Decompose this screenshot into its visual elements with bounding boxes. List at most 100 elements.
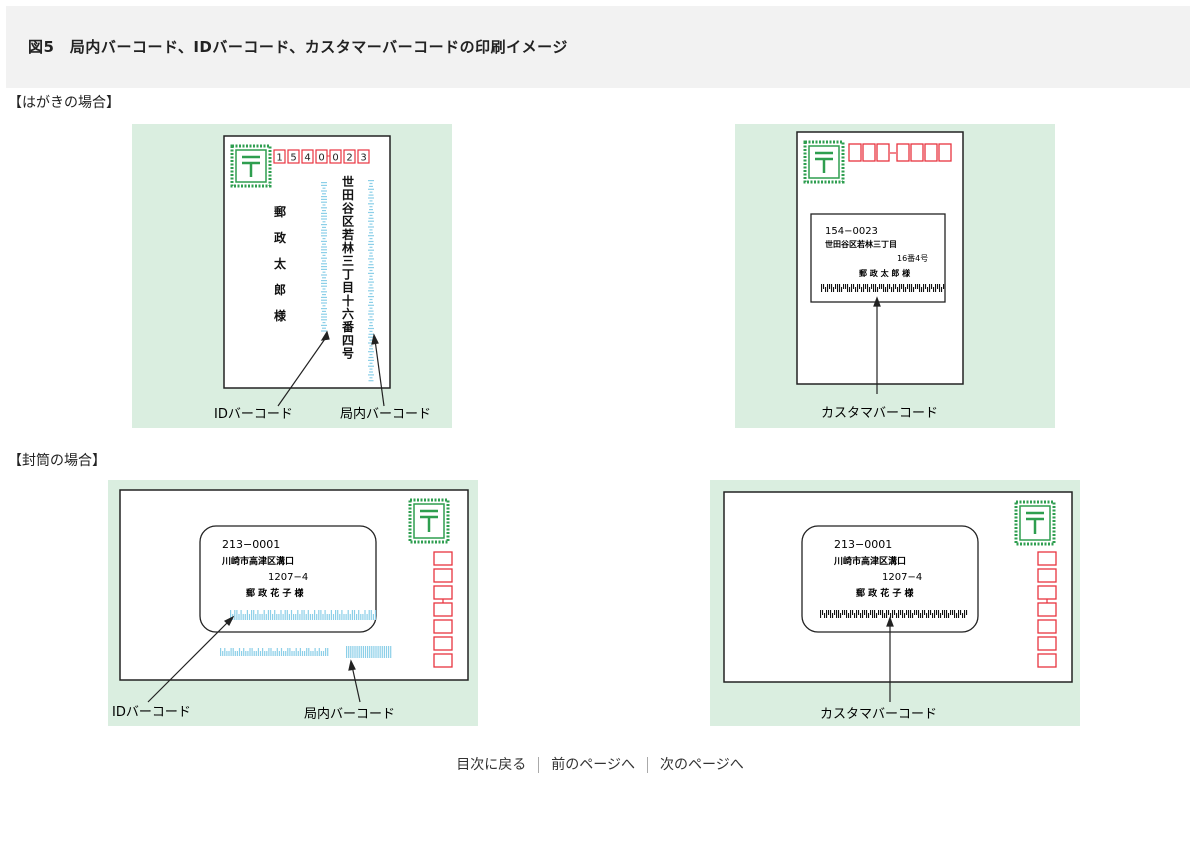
barcode-bar bbox=[321, 207, 327, 209]
barcode-bar bbox=[844, 610, 846, 615]
barcode-bar bbox=[898, 610, 900, 618]
barcode-bar bbox=[929, 284, 931, 292]
barcode-bar bbox=[368, 240, 374, 243]
address-char: 三 bbox=[342, 254, 354, 268]
barcode-bar bbox=[369, 255, 373, 257]
barcode-bar bbox=[230, 648, 232, 656]
barcode-bar bbox=[827, 284, 829, 292]
barcode-bar bbox=[850, 610, 852, 618]
zip-box bbox=[1037, 636, 1057, 651]
barcode-bar bbox=[371, 646, 373, 658]
barcode-bar bbox=[354, 646, 356, 658]
barcode-bar bbox=[244, 614, 246, 620]
zip-digit-box: 3 bbox=[357, 149, 370, 164]
zip-digit: 5 bbox=[290, 153, 296, 164]
barcode-bar bbox=[931, 284, 933, 289]
barcode-bar bbox=[358, 610, 360, 620]
barcode-bar bbox=[883, 284, 885, 292]
barcode-bar bbox=[884, 613, 886, 618]
barcode-bar bbox=[356, 646, 358, 658]
barcode-bar bbox=[287, 648, 289, 656]
address-char: 番 bbox=[341, 319, 355, 334]
barcode-bar bbox=[368, 194, 374, 196]
barcode-bar bbox=[369, 209, 373, 211]
envelope-customer-panel: 213−0001 川崎市高津区溝口 1207−4 郵 政 花 子 様 カスタマバ… bbox=[710, 480, 1080, 726]
barcode-bar bbox=[831, 284, 833, 292]
barcode-bar bbox=[388, 646, 390, 658]
barcode-bar bbox=[366, 614, 368, 620]
barcode-bar bbox=[838, 610, 840, 618]
barcode-bar bbox=[915, 284, 917, 289]
barcode-bar bbox=[861, 287, 863, 292]
barcode-bar bbox=[362, 646, 364, 658]
barcode-bar bbox=[267, 610, 269, 620]
barcode-bar bbox=[865, 284, 867, 289]
barcode-bar bbox=[933, 287, 935, 292]
barcode-bar bbox=[905, 287, 907, 292]
barcode-bar bbox=[960, 610, 962, 615]
zip-digit: 2 bbox=[346, 153, 352, 164]
address-char: 丁 bbox=[342, 267, 354, 281]
barcode-bar bbox=[369, 261, 373, 263]
zip-digit: 1 bbox=[276, 153, 282, 164]
barcode-bar bbox=[297, 651, 299, 656]
barcode-bar bbox=[255, 651, 257, 656]
barcode-bar bbox=[316, 651, 318, 656]
barcode-bar bbox=[921, 287, 923, 292]
barcode-bar bbox=[264, 651, 266, 656]
barcode-bar bbox=[288, 614, 290, 620]
next-page-link[interactable]: 次のページへ bbox=[647, 757, 756, 773]
barcode-bar bbox=[909, 284, 911, 292]
barcode-bar bbox=[257, 648, 259, 656]
barcode-bar bbox=[935, 284, 937, 292]
barcode-bar bbox=[904, 613, 906, 618]
recipient-char: 政 bbox=[274, 230, 287, 245]
barcode-bar bbox=[274, 651, 276, 656]
barcode-bar bbox=[914, 610, 916, 615]
barcode-bar bbox=[306, 648, 308, 656]
barcode-bar bbox=[369, 646, 371, 658]
barcode-bar bbox=[327, 648, 329, 656]
internal-barcode-callout: 局内バーコード bbox=[304, 706, 395, 722]
barcode-bar bbox=[377, 646, 379, 658]
toc-link[interactable]: 目次に戻る bbox=[456, 757, 527, 773]
barcode-bar bbox=[369, 325, 373, 327]
barcode-bar bbox=[882, 610, 884, 618]
barcode-bar bbox=[322, 305, 326, 307]
barcode-bar bbox=[274, 610, 276, 620]
zip-box bbox=[433, 551, 453, 566]
barcode-bar bbox=[368, 374, 374, 376]
barcode-bar bbox=[924, 610, 926, 615]
barcode-bar bbox=[322, 210, 326, 212]
barcode-bar bbox=[368, 217, 374, 219]
barcode-bar bbox=[220, 648, 222, 656]
barcode-bar bbox=[322, 310, 326, 312]
prev-page-link[interactable]: 前のページへ bbox=[538, 757, 647, 773]
barcode-bar bbox=[872, 610, 874, 618]
barcode-bar bbox=[321, 235, 327, 237]
postcard-horizontal-panel: 154−0023 世田谷区若林三丁目 16番4号 郵 政 太 郎 様 カスタマバ… bbox=[735, 124, 1055, 428]
barcode-bar bbox=[368, 342, 374, 344]
barcode-bar bbox=[368, 327, 374, 330]
barcode-bar bbox=[368, 313, 374, 315]
barcode-bar bbox=[262, 648, 264, 656]
barcode-bar bbox=[321, 280, 327, 282]
barcode-bar bbox=[278, 614, 280, 620]
barcode-bar bbox=[369, 206, 373, 208]
barcode-bar bbox=[952, 610, 954, 615]
barcode-bar bbox=[322, 204, 326, 206]
barcode-bar bbox=[368, 287, 374, 289]
zip-box bbox=[1037, 551, 1057, 566]
id-barcode bbox=[321, 182, 327, 332]
address-char: 目 bbox=[342, 281, 354, 295]
barcode-bar bbox=[368, 304, 374, 306]
barcode-bar bbox=[348, 646, 350, 658]
barcode-bar bbox=[346, 646, 348, 658]
barcode-bar bbox=[320, 610, 322, 620]
barcode-bar bbox=[314, 610, 316, 620]
barcode-bar bbox=[954, 610, 956, 618]
barcode-bar bbox=[368, 220, 374, 222]
barcode-bar bbox=[880, 610, 882, 615]
zip-digit-box: 1 bbox=[273, 149, 286, 164]
